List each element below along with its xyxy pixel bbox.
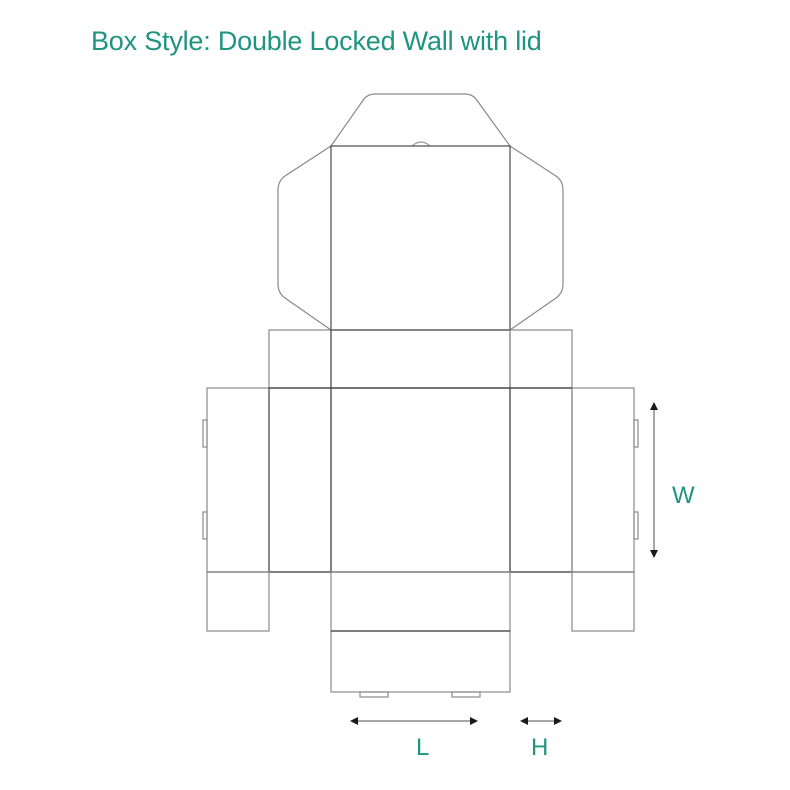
height-label: H	[531, 734, 549, 761]
page-title: Box Style: Double Locked Wall with lid	[91, 26, 542, 56]
right-dust-flap	[509, 145, 564, 331]
left-lock-tab-bottom	[202, 511, 208, 540]
right-lock-tab-bottom	[633, 511, 639, 540]
left-outer-wall	[206, 387, 270, 573]
front-lock-tab-left	[359, 691, 389, 698]
right-bottom-flap	[571, 571, 635, 632]
front-inner-wall	[330, 571, 511, 632]
left-lock-tab-top	[202, 419, 208, 448]
left-inner-wall	[268, 387, 332, 573]
right-inner-wall	[509, 387, 573, 573]
right-lock-tab-top	[633, 419, 639, 448]
front-outer-wall	[330, 630, 511, 693]
front-lock-tab-right	[451, 691, 481, 698]
left-band-panel	[268, 329, 332, 389]
base-panel	[330, 387, 511, 573]
width-label: W	[672, 482, 695, 509]
left-bottom-flap	[206, 571, 270, 632]
lid-lock-bump	[411, 141, 431, 147]
center-band-panel	[330, 329, 511, 389]
left-dust-flap	[277, 145, 332, 331]
lid-panel	[330, 145, 511, 331]
lid-tuck-flap	[330, 93, 511, 147]
right-band-panel	[509, 329, 573, 389]
right-outer-wall	[571, 387, 635, 573]
length-label: L	[416, 734, 430, 761]
